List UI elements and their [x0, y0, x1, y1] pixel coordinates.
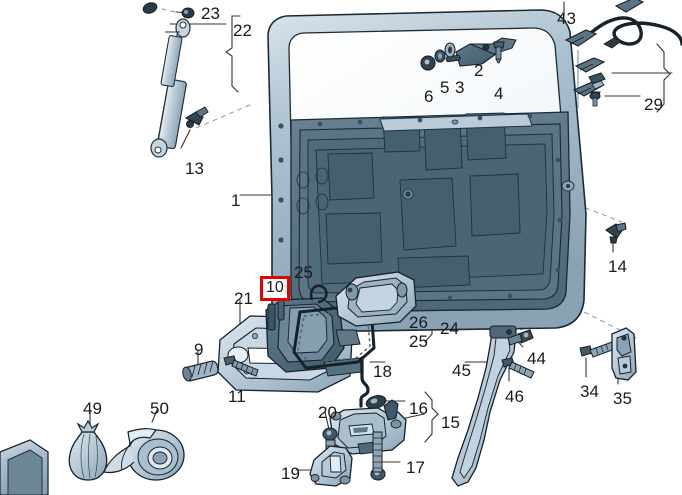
- callout-25a: 25: [294, 263, 313, 282]
- callout-15: 15: [441, 413, 460, 432]
- part-5-bushing: [434, 49, 446, 63]
- tailgate-main-body-1: [267, 9, 587, 333]
- callout-20: 20: [318, 403, 337, 422]
- tape-roll-50: [103, 428, 185, 481]
- callout-16: 16: [409, 399, 428, 418]
- partial-body-bottom-left: [0, 439, 49, 495]
- part-46-screw: [501, 357, 535, 379]
- hinge-arm-45: [451, 325, 517, 487]
- callout-45: 45: [452, 361, 471, 380]
- lock-clip-16: [365, 395, 387, 409]
- callout-14: 14: [608, 257, 627, 276]
- callout-2: 2: [474, 61, 484, 80]
- callout-18: 18: [373, 362, 392, 381]
- part-34-bolt: [579, 341, 616, 358]
- callout-17: 17: [406, 458, 425, 477]
- part-13-ball-stud: [184, 106, 209, 128]
- lock-cylinder-housing-10: [265, 297, 363, 377]
- operating-rod-18: [359, 356, 370, 408]
- partial-body-left-edge: [0, 348, 34, 428]
- callout-50: 50: [150, 399, 169, 418]
- callout-21: 21: [234, 289, 253, 308]
- callout-11: 11: [228, 387, 246, 406]
- callout-1: 1: [231, 191, 241, 210]
- callout-3a: 3: [455, 78, 465, 97]
- callout-9: 9: [194, 340, 204, 359]
- hinge-bracket-35: [611, 327, 637, 381]
- gas-strut-22: [150, 18, 191, 158]
- exterior-handle-26: [335, 271, 417, 327]
- part-17-bolt: [370, 431, 386, 481]
- callout-44: 44: [527, 349, 546, 368]
- callout-13: 13: [185, 159, 204, 178]
- part-14-ball-stud: [605, 222, 627, 244]
- wiring-harness-43: [564, 0, 682, 49]
- callout-22: 22: [233, 21, 252, 40]
- callout-19: 19: [281, 464, 300, 483]
- callout-6: 6: [424, 87, 434, 106]
- callout-49: 49: [83, 399, 102, 418]
- callout-5: 5: [440, 78, 450, 97]
- callout-24: 24: [440, 319, 459, 338]
- part-4-bolt: [493, 41, 505, 64]
- part-6-cap-nut: [420, 55, 436, 71]
- callout-34: 34: [580, 382, 599, 401]
- part-44-bolt: [507, 329, 534, 346]
- callout-10: 10: [260, 276, 290, 301]
- callout-25b: 25: [409, 332, 428, 351]
- sealing-bag-49: [68, 419, 108, 481]
- callout-26: 26: [409, 313, 428, 332]
- lock-assembly-15: [329, 399, 407, 455]
- part-23-clip: [181, 7, 195, 19]
- callout-46: 46: [505, 387, 524, 406]
- callout-4: 4: [494, 84, 504, 103]
- part-23b-clip: [142, 2, 158, 14]
- callout-29: 29: [644, 95, 663, 114]
- striker-plate-19: [309, 445, 353, 487]
- callout-35: 35: [613, 389, 632, 408]
- part-11-screw: [223, 355, 259, 377]
- part-3-washer-a: [444, 42, 456, 58]
- wiring-clips-29: [572, 50, 606, 108]
- callout-43: 43: [557, 9, 576, 28]
- part-9-bushing: [182, 360, 219, 382]
- callout-23: 23: [201, 4, 220, 23]
